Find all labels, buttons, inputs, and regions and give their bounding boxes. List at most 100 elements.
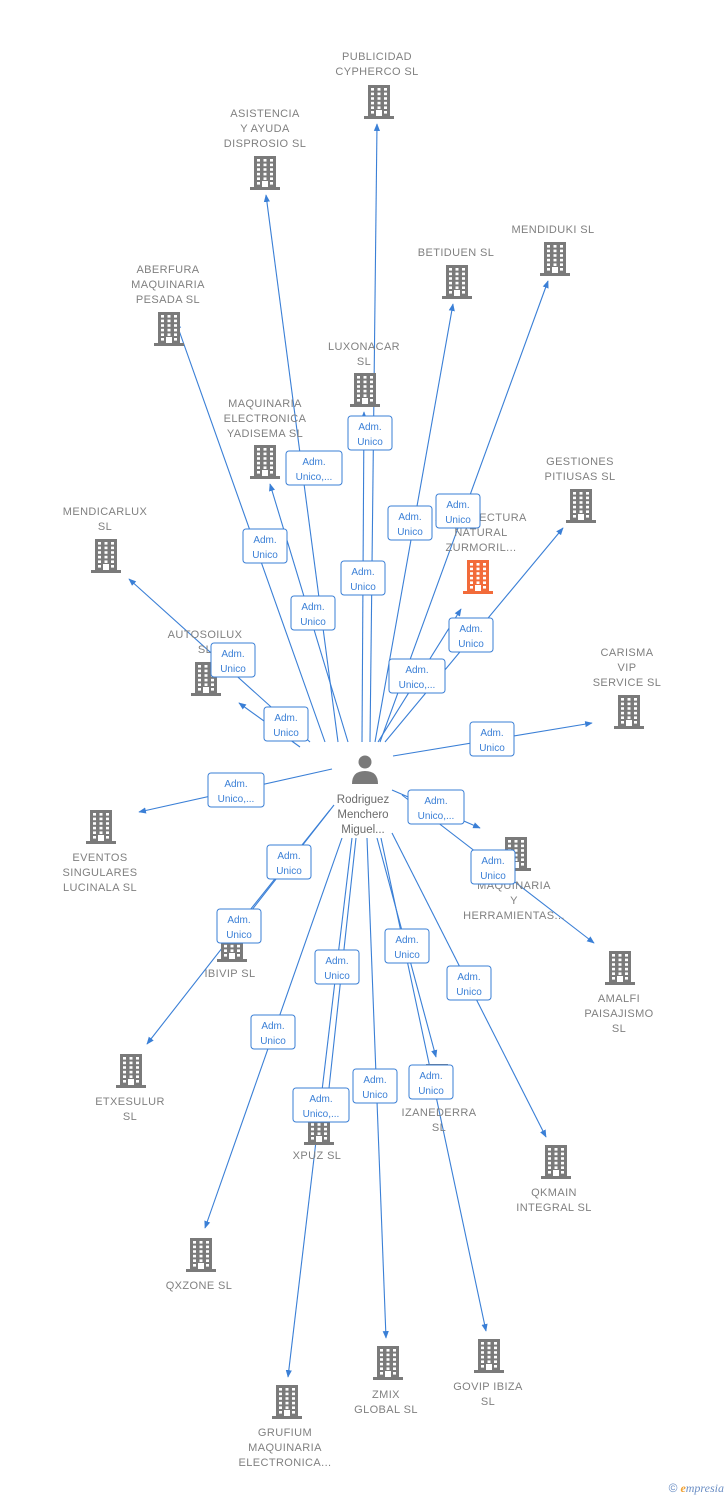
company-label-qxzone[interactable]: QXZONE SL xyxy=(166,1280,233,1292)
role-badge-autosoilux[interactable]: Adm.Unico xyxy=(263,706,309,742)
role-badge-zmix[interactable]: Adm.Unico xyxy=(352,1068,398,1104)
building-icon-etxesulur[interactable] xyxy=(116,1054,146,1088)
role-badge-qkmain[interactable]: Adm.Unico xyxy=(446,965,492,1001)
building-icon-arquitectura[interactable] xyxy=(463,560,493,594)
brand-initial: e xyxy=(680,1481,686,1495)
role-badge-carisma[interactable]: Adm.Unico xyxy=(469,721,515,757)
role-text: Adm. xyxy=(302,457,325,468)
role-badge-betiduen[interactable]: Adm.Unico xyxy=(387,505,433,541)
role-text: Unico xyxy=(226,930,252,941)
building-icon-asistencia[interactable] xyxy=(250,156,280,190)
building-icon-carisma[interactable] xyxy=(614,695,644,729)
role-text: Adm. xyxy=(459,624,482,635)
building-icon-qkmain[interactable] xyxy=(541,1145,571,1179)
role-badge-ibivip[interactable]: Adm.Unico xyxy=(266,844,312,880)
role-badge-eventos[interactable]: Adm.Unico,... xyxy=(207,772,265,808)
company-label-line: QXZONE SL xyxy=(166,1280,233,1292)
building-icon-amalfi[interactable] xyxy=(605,951,635,985)
role-text: Unico xyxy=(418,1086,444,1097)
building-icon-publicidad[interactable] xyxy=(364,85,394,119)
role-text: Adm. xyxy=(309,1094,332,1105)
role-badge-gestiones[interactable]: Adm.Unico xyxy=(448,617,494,653)
company-label-ibivip[interactable]: IBIVIP SL xyxy=(204,968,255,980)
copyright-symbol: © xyxy=(668,1481,678,1495)
role-text: Adm. xyxy=(419,1071,442,1082)
building-icon-govip[interactable] xyxy=(474,1339,504,1373)
role-badge-mendicarlux[interactable]: Adm.Unico xyxy=(210,642,256,678)
role-badge-govip[interactable]: Adm. Unico xyxy=(408,1064,454,1100)
building-icon-zmix[interactable] xyxy=(373,1346,403,1380)
building-icon-mendicarlux[interactable] xyxy=(91,539,121,573)
role-text: Unico xyxy=(479,743,505,754)
role-text: Adm. xyxy=(424,796,447,807)
role-badge-publicidad[interactable]: Adm.Unico xyxy=(347,415,393,451)
role-text: Adm. xyxy=(227,915,250,926)
person-name-line: Menchero xyxy=(337,809,388,821)
role-text: Adm. xyxy=(405,665,428,676)
building-icon-maqelec[interactable] xyxy=(250,445,280,479)
role-badge-maqelec[interactable]: Adm.Unico xyxy=(290,595,336,631)
role-badge-etxesulur[interactable]: Adm. Unico xyxy=(216,908,262,944)
role-badge-qxzone[interactable]: Adm.Unico xyxy=(250,1014,296,1050)
role-badge-asistencia[interactable]: Adm. Unico,... xyxy=(285,450,343,486)
role-badge-mendiduki[interactable]: Adm.Unico xyxy=(435,493,481,529)
company-label-xpuz[interactable]: XPUZ SL xyxy=(293,1150,342,1162)
company-label-line: ASISTENCIA xyxy=(230,108,300,120)
role-badge-maqherr[interactable]: Adm.Unico,... xyxy=(407,789,465,825)
building-icon-eventos[interactable] xyxy=(86,810,116,844)
brand-name: mpresia xyxy=(685,1481,724,1495)
company-label-line: ZURMORIL... xyxy=(445,542,516,554)
role-badge-grufium[interactable]: Adm. Unico,... xyxy=(292,1087,350,1123)
edges-layer xyxy=(128,123,595,1378)
role-text: Adm. xyxy=(301,602,324,613)
role-text: Unico,... xyxy=(303,1109,340,1120)
role-badge-arquitectura[interactable]: Adm.Unico,... xyxy=(388,658,446,694)
role-text: Unico xyxy=(220,664,246,675)
building-icon-luxonacar[interactable] xyxy=(350,373,380,407)
role-badge-xpuz[interactable]: Adm.Unico xyxy=(314,949,360,985)
person-icon[interactable] xyxy=(352,755,378,785)
role-badge-aberfura[interactable]: Adm.Unico xyxy=(242,528,288,564)
person-name-line: Rodriguez xyxy=(337,794,390,806)
role-badge-luxonacar[interactable]: Adm.Unico xyxy=(340,560,386,596)
role-text: Unico xyxy=(357,437,383,448)
company-label-mendiduki[interactable]: MENDIDUKI SL xyxy=(511,224,594,236)
role-badge-amalfi[interactable]: Adm.Unico xyxy=(470,849,516,885)
company-label-line: PITIUSAS SL xyxy=(544,471,615,483)
footer-brand[interactable]: © empresia xyxy=(669,1481,724,1496)
building-icon-mendiduki[interactable] xyxy=(540,242,570,276)
role-badge-izanederra[interactable]: Adm.Unico xyxy=(384,928,430,964)
company-label-line: MAQUINARIA xyxy=(228,398,302,410)
role-text: Unico,... xyxy=(296,472,333,483)
company-label-line: ELECTRONICA xyxy=(224,413,307,425)
company-label-line: CARISMA xyxy=(601,647,654,659)
building-icon-betiduen[interactable] xyxy=(442,265,472,299)
building-icon-aberfura[interactable] xyxy=(154,312,184,346)
building-icon-grufium[interactable] xyxy=(272,1385,302,1419)
building-icon-gestiones[interactable] xyxy=(566,489,596,523)
company-label-betiduen[interactable]: BETIDUEN SL xyxy=(418,247,495,259)
building-icon-qxzone[interactable] xyxy=(186,1238,216,1272)
company-label-line: MAQUINARIA xyxy=(131,279,205,291)
